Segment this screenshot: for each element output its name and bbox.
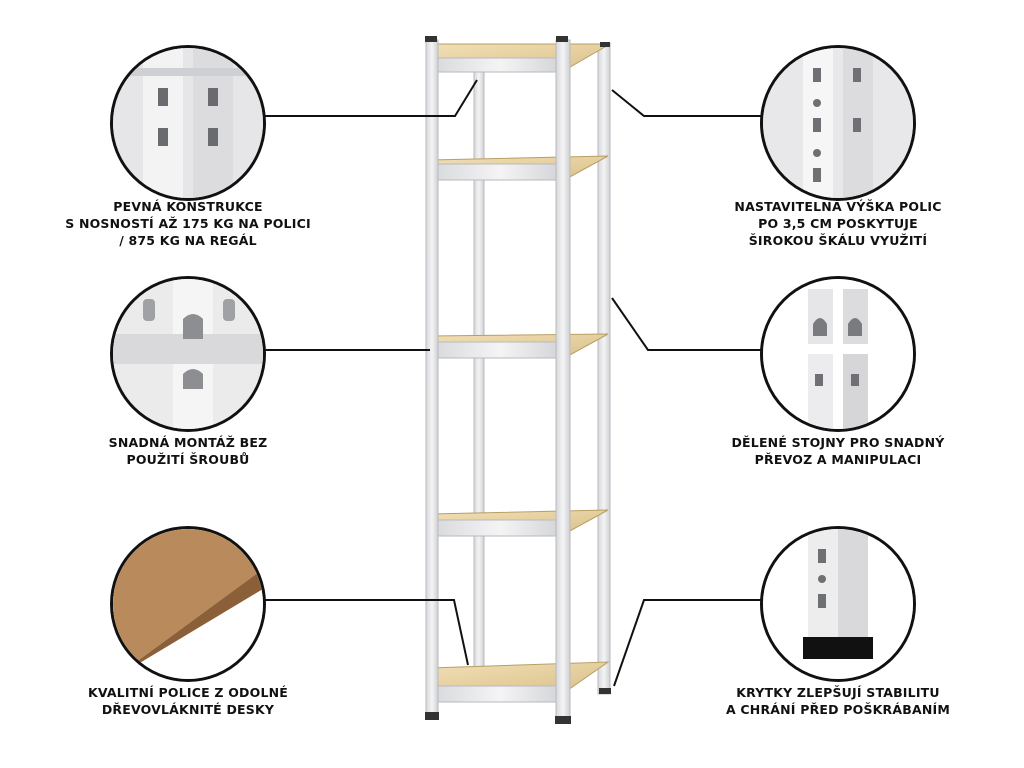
split-upright-detail-icon [763, 279, 913, 429]
feature-line: PŘEVOZ A MANIPULACI [754, 452, 922, 467]
feature-text-right-top: NASTAVITELNÁ VÝŠKA POLIC PO 3,5 CM POSKY… [710, 198, 966, 249]
connector-right-top [611, 89, 766, 117]
detail-circle-boltless-joint [110, 276, 266, 432]
feature-text-right-bottom: KRYTKY ZLEPŠUJÍ STABILITU A CHRÁNÍ PŘED … [710, 684, 966, 718]
feature-line: ŠIROKOU ŠKÁLU VYUŽITÍ [748, 233, 928, 248]
metal-upright-detail-icon [113, 48, 263, 198]
fiberboard-edge-detail-icon [113, 529, 263, 679]
feature-line: SNADNÁ MONTÁŽ BEZ [108, 435, 268, 450]
feature-line: S NOSNOSTÍ AŽ 175 KG NA POLICI [65, 216, 311, 231]
feature-text-left-middle: SNADNÁ MONTÁŽ BEZ POUŽITÍ ŠROUBŮ [60, 434, 316, 468]
slotted-upright-detail-icon [763, 48, 913, 198]
detail-circle-slotted-upright [760, 45, 916, 201]
feature-text-left-bottom: KVALITNÍ POLICE Z ODOLNÉ DŘEVOVLÁKNITÉ D… [60, 684, 316, 718]
feature-line: KRYTKY ZLEPŠUJÍ STABILITU [736, 685, 940, 700]
detail-circle-foot-cap [760, 526, 916, 682]
feature-line: POUŽITÍ ŠROUBŮ [126, 452, 250, 467]
feature-text-left-top: PEVNÁ KONSTRUKCE S NOSNOSTÍ AŽ 175 KG NA… [60, 198, 316, 249]
feature-line: DĚLENÉ STOJNY PRO SNADNÝ [731, 435, 945, 450]
foot-cap-back [599, 688, 611, 694]
connector-left-bottom [262, 599, 469, 666]
feature-line: PEVNÁ KONSTRUKCE [113, 199, 263, 214]
feature-line: PO 3,5 CM POSKYTUJE [758, 216, 918, 231]
connector-right-middle [611, 297, 766, 351]
feature-line: / 875 KG NA REGÁL [119, 233, 257, 248]
detail-circle-split-upright [760, 276, 916, 432]
detail-circle-metal-upright [110, 45, 266, 201]
feature-line: KVALITNÍ POLICE Z ODOLNÉ [87, 685, 289, 700]
connector-right-bottom [613, 599, 766, 687]
top-cap-left [425, 36, 437, 42]
foot-cap-right [555, 716, 571, 724]
connector-left-top [262, 79, 478, 117]
feature-line: NASTAVITELNÁ VÝŠKA POLIC [734, 199, 942, 214]
foot-cap-detail-icon [763, 529, 913, 679]
feature-line: A CHRÁNÍ PŘED POŠKRÁBANÍM [725, 702, 950, 717]
feature-line: DŘEVOVLÁKNITÉ DESKY [101, 702, 275, 717]
top-cap-right [556, 36, 568, 42]
top-cap-back [600, 42, 610, 47]
feature-text-right-middle: DĚLENÉ STOJNY PRO SNADNÝ PŘEVOZ A MANIPU… [710, 434, 966, 468]
foot-cap-left [425, 712, 439, 720]
detail-circle-fiberboard [110, 526, 266, 682]
boltless-joint-detail-icon [113, 279, 263, 429]
